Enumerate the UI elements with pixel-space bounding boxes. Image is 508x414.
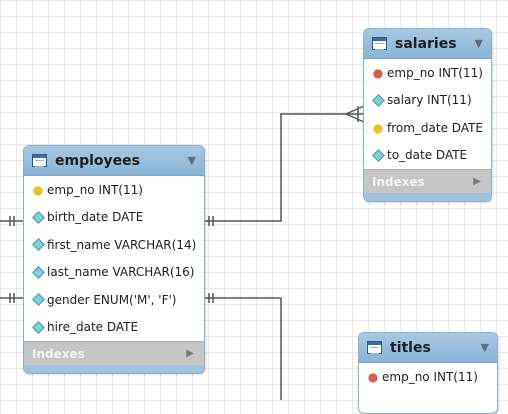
foreign-key-icon: ● xyxy=(372,65,384,80)
diamond-icon xyxy=(371,93,385,107)
column-label: emp_no INT(11) xyxy=(387,65,483,80)
employees-titles-one-marker xyxy=(208,293,214,303)
triangle-down-icon[interactable]: ▼ xyxy=(480,341,489,354)
diamond-icon xyxy=(371,148,385,162)
column-row[interactable]: to_date DATE xyxy=(364,142,491,170)
column-row[interactable]: ●emp_no INT(11) xyxy=(24,176,204,204)
column-row[interactable]: salary INT(11) xyxy=(364,87,491,115)
column-row[interactable]: gender ENUM('M', 'F') xyxy=(24,286,204,314)
column-label: from_date DATE xyxy=(387,120,484,135)
column-label: salary INT(11) xyxy=(387,93,472,108)
column-label: first_name VARCHAR(14) xyxy=(47,237,197,252)
column-label: birth_date DATE xyxy=(47,210,144,225)
column-label: hire_date DATE xyxy=(47,320,139,335)
diamond-icon xyxy=(31,238,45,252)
table-footer xyxy=(24,365,204,373)
employees-titles-relationship xyxy=(203,297,282,400)
table-icon xyxy=(372,37,387,50)
column-row[interactable]: birth_date DATE xyxy=(24,204,204,232)
table-title: salaries xyxy=(395,35,457,52)
triangle-right-icon[interactable]: ▶ xyxy=(473,176,481,187)
triangle-right-icon[interactable]: ▶ xyxy=(186,348,194,359)
diamond-icon xyxy=(31,210,45,224)
column-row[interactable]: ●emp_no INT(11) xyxy=(359,363,497,391)
column-row[interactable]: hire_date DATE xyxy=(24,314,204,342)
column-row[interactable]: ●from_date DATE xyxy=(364,114,491,142)
diamond-icon xyxy=(31,265,45,279)
relationship-lines xyxy=(0,105,365,400)
key-icon: ● xyxy=(372,120,384,135)
salaries-table-header[interactable]: salaries ▼ xyxy=(364,29,491,59)
salaries-table[interactable]: salaries ▼ ●emp_no INT(11)salary INT(11)… xyxy=(363,28,492,202)
employees-salaries-relationship xyxy=(203,113,364,222)
employees-salaries-one-marker xyxy=(208,216,214,226)
employees-left-one-marker-2 xyxy=(9,293,15,303)
column-label: emp_no INT(11) xyxy=(382,369,478,384)
employees-table[interactable]: employees ▼ ●emp_no INT(11) birth_date DA… xyxy=(23,145,205,374)
column-row[interactable]: first_name VARCHAR(14) xyxy=(24,231,204,259)
diamond-icon xyxy=(31,320,45,334)
table-footer xyxy=(364,193,491,201)
table-title: employees xyxy=(55,152,140,169)
foreign-key-icon: ● xyxy=(367,369,379,384)
indexes-label: Indexes xyxy=(32,346,85,361)
column-label: emp_no INT(11) xyxy=(47,182,143,197)
column-label: last_name VARCHAR(16) xyxy=(47,265,195,280)
employees-table-header[interactable]: employees ▼ xyxy=(24,146,204,176)
column-label: gender ENUM('M', 'F') xyxy=(47,292,177,307)
table-icon xyxy=(32,154,47,167)
column-row[interactable]: last_name VARCHAR(16) xyxy=(24,259,204,287)
indexes-label: Indexes xyxy=(372,174,425,189)
table-title: titles xyxy=(390,339,431,356)
indexes-section[interactable]: Indexes ▶ xyxy=(24,341,204,365)
triangle-down-icon[interactable]: ▼ xyxy=(187,154,196,167)
column-row[interactable]: ●emp_no INT(11) xyxy=(364,59,491,87)
column-label: to_date DATE xyxy=(387,148,468,163)
employees-salaries-many-marker xyxy=(345,105,365,123)
employees-left-one-marker-1 xyxy=(9,216,15,226)
triangle-down-icon[interactable]: ▼ xyxy=(474,37,483,50)
titles-table-header[interactable]: titles ▼ xyxy=(359,333,497,363)
table-icon xyxy=(367,341,382,354)
indexes-section[interactable]: Indexes ▶ xyxy=(364,169,491,193)
key-icon: ● xyxy=(32,182,44,197)
diamond-icon xyxy=(31,293,45,307)
titles-table[interactable]: titles ▼ ●emp_no INT(11) xyxy=(358,332,498,414)
